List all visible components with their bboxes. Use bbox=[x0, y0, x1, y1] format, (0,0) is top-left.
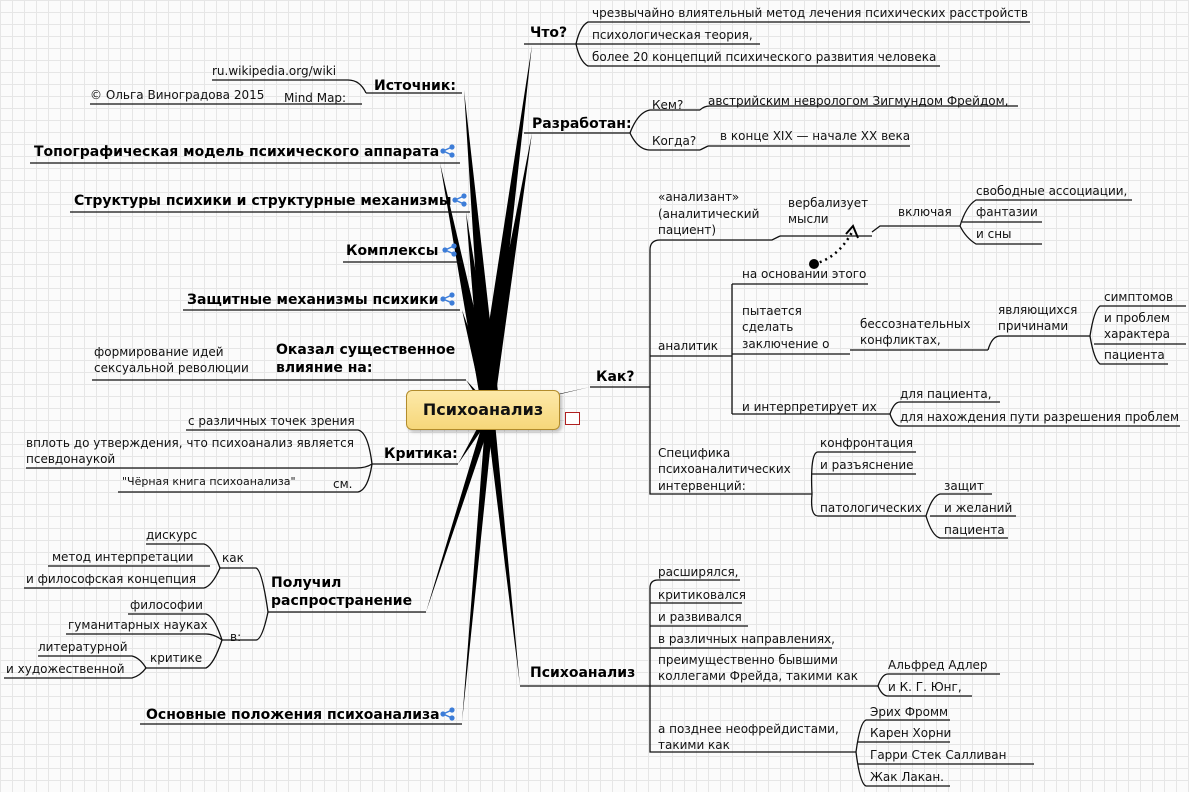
influence-title-line1[interactable]: Оказал существенное bbox=[276, 342, 456, 358]
psycho-developed: и развивался bbox=[658, 610, 742, 624]
link-icon[interactable] bbox=[442, 243, 458, 257]
how-analysand-line3: пациент) bbox=[658, 223, 717, 237]
what-item-theory: психологическая теория, bbox=[592, 28, 753, 42]
how-verbalizes-line1: вербализует bbox=[788, 196, 869, 210]
spread-as-philosophy: и философская концепция bbox=[26, 572, 197, 586]
how-confrontation: конфронтация bbox=[820, 436, 914, 450]
psycho-lacan: Жак Лакан. bbox=[870, 770, 944, 784]
critique-title[interactable]: Критика: bbox=[384, 446, 458, 462]
how-verbalizes-line2: мысли bbox=[788, 212, 829, 226]
psycho-neo-freudians-line1: а позднее неофрейдистами, bbox=[658, 722, 839, 736]
psychoanalysis-title[interactable]: Психоанализ bbox=[530, 665, 636, 681]
developed-when: Когда? bbox=[652, 134, 697, 148]
how-dreams: и сны bbox=[976, 227, 1012, 241]
how-problems-line1: и проблем bbox=[1104, 311, 1170, 325]
how-based-on-this: на основании этого bbox=[742, 267, 867, 281]
spread-title-line2[interactable]: распространение bbox=[271, 593, 413, 609]
critique-item-views: с различных точек зрения bbox=[188, 414, 355, 428]
how-problems-line2: характера bbox=[1104, 327, 1171, 341]
how-interprets: и интерпретирует их bbox=[742, 400, 877, 414]
how-analyst: аналитик bbox=[658, 339, 719, 353]
critique-black-book: "Чёрная книга психоанализа" bbox=[122, 475, 296, 488]
spread-title-line1[interactable]: Получил bbox=[271, 575, 342, 591]
topic-defense-mechanisms[interactable]: Защитные механизмы психики bbox=[187, 292, 439, 308]
critique-item-claim-line2: псевдонаукой bbox=[26, 452, 116, 466]
link-icon[interactable] bbox=[440, 292, 456, 306]
topic-principles[interactable]: Основные положения психоанализа bbox=[146, 707, 440, 723]
spread-in-label: в: bbox=[230, 630, 242, 644]
how-defenses: защит bbox=[944, 479, 984, 493]
source-wiki: ru.wikipedia.org/wiki bbox=[212, 64, 337, 78]
developed-who: Кем? bbox=[652, 98, 684, 112]
psycho-jung: и К. Г. Юнг, bbox=[888, 680, 962, 694]
psycho-sullivan: Гарри Стек Салливан bbox=[870, 748, 1007, 762]
how-desires: и желаний bbox=[944, 501, 1013, 515]
spread-as-discourse: дискурс bbox=[146, 528, 198, 542]
how-pathological: патологических bbox=[820, 501, 922, 515]
how-including: включая bbox=[898, 205, 952, 219]
psycho-expanded: расширялся, bbox=[658, 565, 739, 579]
source-copyright: © Ольга Виноградова 2015 bbox=[90, 88, 265, 102]
spread-in-criticism: критике bbox=[150, 651, 203, 665]
influence-title-line2[interactable]: влияние на: bbox=[276, 360, 373, 376]
developed-who-answer: австрийским неврологом Зигмундом Фрейдом… bbox=[708, 94, 1009, 108]
source-mindmap: Mind Map: bbox=[284, 91, 347, 105]
how-symptoms: симптомов bbox=[1104, 290, 1174, 304]
psycho-neo-freudians-line2: такими как bbox=[658, 738, 730, 752]
how-specifics-line3: интервенций: bbox=[658, 479, 746, 493]
how-unconscious-line2: конфликтах, bbox=[860, 333, 941, 347]
psycho-adler: Альфред Адлер bbox=[888, 658, 988, 672]
how-analysand-line1: «анализант» bbox=[658, 190, 740, 204]
how-specifics-line1: Специфика bbox=[658, 446, 731, 460]
how-tries-line1: пытается bbox=[742, 304, 802, 318]
psycho-criticized: критиковался bbox=[658, 588, 746, 602]
how-clarification: и разъяснение bbox=[820, 458, 914, 472]
central-topic[interactable]: Психоанализ bbox=[406, 390, 560, 430]
note-icon[interactable] bbox=[565, 412, 580, 425]
what-item-method: чрезвычайно влиятельный метод лечения пс… bbox=[592, 6, 1028, 20]
how-fantasies: фантазии bbox=[976, 205, 1038, 219]
psycho-former-colleagues-line2: коллегами Фрейда, такими как bbox=[658, 669, 858, 683]
how-tries-line3: заключение о bbox=[742, 337, 830, 351]
spread-in-humanities: гуманитарных науках bbox=[68, 618, 208, 632]
how-for-patient: для пациента, bbox=[900, 387, 992, 401]
topic-psyche-structures[interactable]: Структуры психики и структурные механизм… bbox=[74, 193, 452, 209]
critique-item-claim-line1: вплоть до утверждения, что психоанализ я… bbox=[26, 436, 354, 450]
how-patient-patho: пациента bbox=[944, 523, 1005, 537]
psycho-directions: в различных направлениях, bbox=[658, 632, 835, 646]
how-causes-line2: причинами bbox=[998, 319, 1069, 333]
spread-in-philosophy: философии bbox=[130, 598, 203, 612]
influence-item-line1: формирование идей bbox=[94, 345, 224, 359]
how-free-associations: свободные ассоциации, bbox=[976, 184, 1128, 198]
link-icon[interactable] bbox=[452, 193, 468, 207]
how-unconscious-line1: бессознательных bbox=[860, 317, 971, 331]
critique-see: см. bbox=[333, 477, 353, 491]
what-title[interactable]: Что? bbox=[530, 25, 568, 41]
what-item-concepts: более 20 концепций психического развития… bbox=[592, 50, 937, 64]
how-patient: пациента bbox=[1104, 348, 1165, 362]
influence-item-line2: сексуальной революции bbox=[94, 361, 249, 375]
developed-when-answer: в конце XIX — начале XX века bbox=[720, 129, 911, 143]
spread-as-method: метод интерпретации bbox=[52, 550, 194, 564]
how-for-solution: для нахождения пути разрешения проблем bbox=[900, 410, 1180, 424]
spread-criticism-artistic: и художественной bbox=[6, 662, 125, 676]
psycho-former-colleagues-line1: преимущественно бывшими bbox=[658, 653, 838, 667]
how-title[interactable]: Как? bbox=[596, 369, 635, 385]
how-specifics-line2: психоаналитических bbox=[658, 462, 791, 476]
link-icon[interactable] bbox=[440, 144, 456, 158]
topic-topographic-model[interactable]: Топографическая модель психического аппа… bbox=[34, 144, 440, 160]
how-causes-line1: являющихся bbox=[998, 303, 1078, 317]
developed-title[interactable]: Разработан: bbox=[532, 116, 632, 132]
topic-complexes[interactable]: Комплексы bbox=[346, 243, 439, 259]
how-tries-line2: сделать bbox=[742, 320, 794, 334]
source-title[interactable]: Источник: bbox=[374, 78, 456, 94]
psycho-fromm: Эрих Фромм bbox=[870, 705, 949, 719]
how-analysand-line2: (аналитический bbox=[658, 207, 760, 221]
link-icon[interactable] bbox=[440, 707, 456, 721]
psycho-horney: Карен Хорни bbox=[870, 726, 952, 740]
spread-criticism-literary: литературной bbox=[38, 640, 128, 654]
spread-as-label: как bbox=[222, 551, 244, 565]
